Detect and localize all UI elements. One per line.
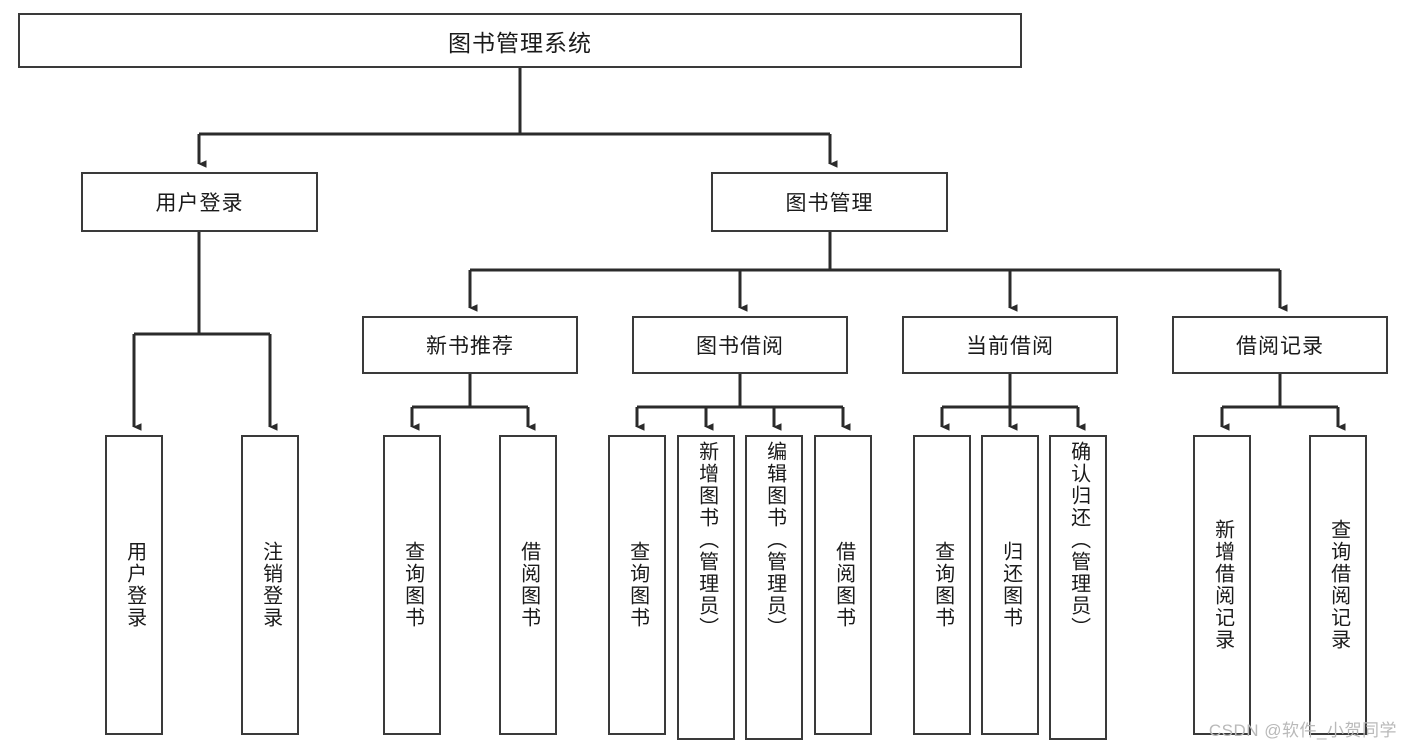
leaf-label: 查询图书 [931, 541, 954, 629]
leaf-book-borrow-query-book[interactable]: 查询图书 [608, 435, 666, 735]
node-user-login[interactable]: 用户登录 [81, 172, 318, 232]
leaf-borrow-record-query-record[interactable]: 查询借阅记录 [1309, 435, 1367, 735]
node-new-book-recommend[interactable]: 新书推荐 [362, 316, 578, 374]
leaf-label: 归还图书 [999, 541, 1022, 629]
leaf-label: 注销登录 [259, 541, 282, 629]
leaf-new-book-query-book[interactable]: 查询图书 [383, 435, 441, 735]
leaf-label: 确认归还（管理员） [1067, 441, 1090, 639]
leaf-label: 新增借阅记录 [1211, 519, 1234, 651]
leaf-label: 借阅图书 [517, 541, 540, 629]
leaf-label: 查询图书 [626, 541, 649, 629]
leaf-current-borrow-query-book[interactable]: 查询图书 [913, 435, 971, 735]
leaf-user-login-logout[interactable]: 注销登录 [241, 435, 299, 735]
node-current-borrow-label: 当前借阅 [966, 335, 1054, 358]
node-root-label: 图书管理系统 [448, 29, 592, 56]
node-borrow-record[interactable]: 借阅记录 [1172, 316, 1388, 374]
node-user-login-label: 用户登录 [155, 192, 244, 215]
node-book-borrow-label: 图书借阅 [696, 335, 784, 358]
leaf-book-borrow-borrow-book[interactable]: 借阅图书 [814, 435, 872, 735]
node-borrow-record-label: 借阅记录 [1236, 335, 1324, 358]
leaf-label: 用户登录 [123, 541, 146, 629]
leaf-label: 查询借阅记录 [1327, 519, 1350, 651]
leaf-label: 新增图书（管理员） [695, 441, 718, 639]
node-current-borrow[interactable]: 当前借阅 [902, 316, 1118, 374]
leaf-label: 查询图书 [401, 541, 424, 629]
leaf-label: 编辑图书（管理员） [763, 441, 786, 639]
csdn-watermark: CSDN @软件_小贺同学 [1208, 721, 1397, 740]
node-new-book-recommend-label: 新书推荐 [426, 335, 514, 358]
leaf-book-borrow-add-book[interactable]: 新增图书（管理员） [677, 435, 735, 740]
node-root-system[interactable]: 图书管理系统 [18, 13, 1022, 68]
leaf-current-borrow-return-book[interactable]: 归还图书 [981, 435, 1039, 735]
node-book-borrow[interactable]: 图书借阅 [632, 316, 848, 374]
leaf-user-login-login[interactable]: 用户登录 [105, 435, 163, 735]
leaf-new-book-borrow-book[interactable]: 借阅图书 [499, 435, 557, 735]
leaf-current-borrow-confirm-return[interactable]: 确认归还（管理员） [1049, 435, 1107, 740]
leaf-label: 借阅图书 [832, 541, 855, 629]
leaf-borrow-record-add-record[interactable]: 新增借阅记录 [1193, 435, 1251, 735]
leaf-book-borrow-edit-book[interactable]: 编辑图书（管理员） [745, 435, 803, 740]
node-book-management-label: 图书管理 [785, 192, 874, 215]
node-book-management[interactable]: 图书管理 [711, 172, 948, 232]
